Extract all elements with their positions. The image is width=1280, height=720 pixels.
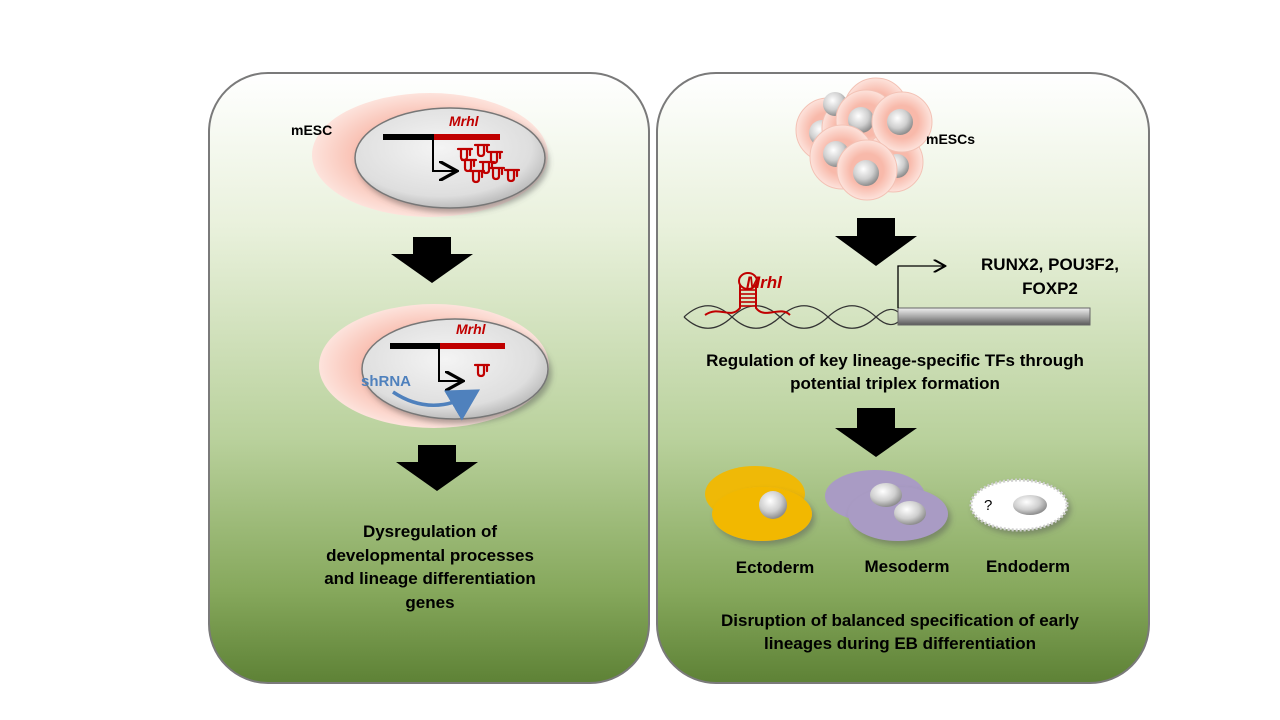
right-outcome-text: Disruption of balanced specification of … xyxy=(660,609,1140,655)
mrhl-gene-label-kd: Mrhl xyxy=(456,321,486,337)
mesc-cell-top xyxy=(312,93,548,217)
target-transcription-arrow xyxy=(897,266,944,308)
target-genes-label: RUNX2, POU3F2, FOXP2 xyxy=(950,253,1150,301)
regulation-line-1: Regulation of key lineage-specific TFs t… xyxy=(706,351,1084,370)
ectoderm-label: Ectoderm xyxy=(735,558,815,577)
mesoderm-label: Mesoderm xyxy=(864,557,950,576)
dna-double-helix xyxy=(683,305,899,329)
down-arrow-right-2 xyxy=(835,408,917,457)
left-outcome-text: Dysregulation of developmental processes… xyxy=(310,520,550,614)
left-outcome-line-2: developmental processes xyxy=(326,545,534,565)
transcription-arrow xyxy=(432,139,455,171)
mrhl-gene-label-top: Mrhl xyxy=(449,113,479,129)
target-gene-bar xyxy=(897,307,1091,326)
regulation-text: Regulation of key lineage-specific TFs t… xyxy=(660,349,1130,395)
left-outcome-line-4: genes xyxy=(405,592,455,612)
mesoderm-cell xyxy=(825,470,948,541)
endoderm-cell xyxy=(969,478,1069,532)
shrna-label: shRNA xyxy=(361,373,412,390)
down-arrow-left-1 xyxy=(391,237,473,283)
right-outcome-line-2: lineages during EB differentiation xyxy=(763,634,1037,653)
mesc-cell-knockdown xyxy=(319,304,549,428)
down-arrow-left-2 xyxy=(396,445,478,491)
mrhl-lncrna-hairpin xyxy=(704,272,791,316)
transcription-arrow-kd xyxy=(438,348,461,381)
endoderm-question-mark: ? xyxy=(984,497,993,514)
regulation-line-2: potential triplex formation xyxy=(790,374,1000,393)
right-outcome-line-1: Disruption of balanced specification of … xyxy=(720,611,1079,630)
target-genes-line-1: RUNX2, POU3F2, xyxy=(981,255,1119,274)
shrna-arrow xyxy=(392,389,481,421)
left-outcome-line-3: and lineage differentiation xyxy=(324,569,536,588)
mesc-cluster xyxy=(795,77,933,201)
mesc-label: mESC xyxy=(291,122,333,138)
target-genes-line-2: FOXP2 xyxy=(1022,279,1078,298)
mescs-label: mESCs xyxy=(926,131,976,147)
mrhl-lncrna-label: Mrhl xyxy=(746,273,782,292)
ectoderm-cell xyxy=(705,466,812,541)
down-arrow-right-1 xyxy=(835,218,917,266)
endoderm-label: Endoderm xyxy=(985,557,1071,576)
left-outcome-line-1: Dysregulation of xyxy=(362,522,498,541)
